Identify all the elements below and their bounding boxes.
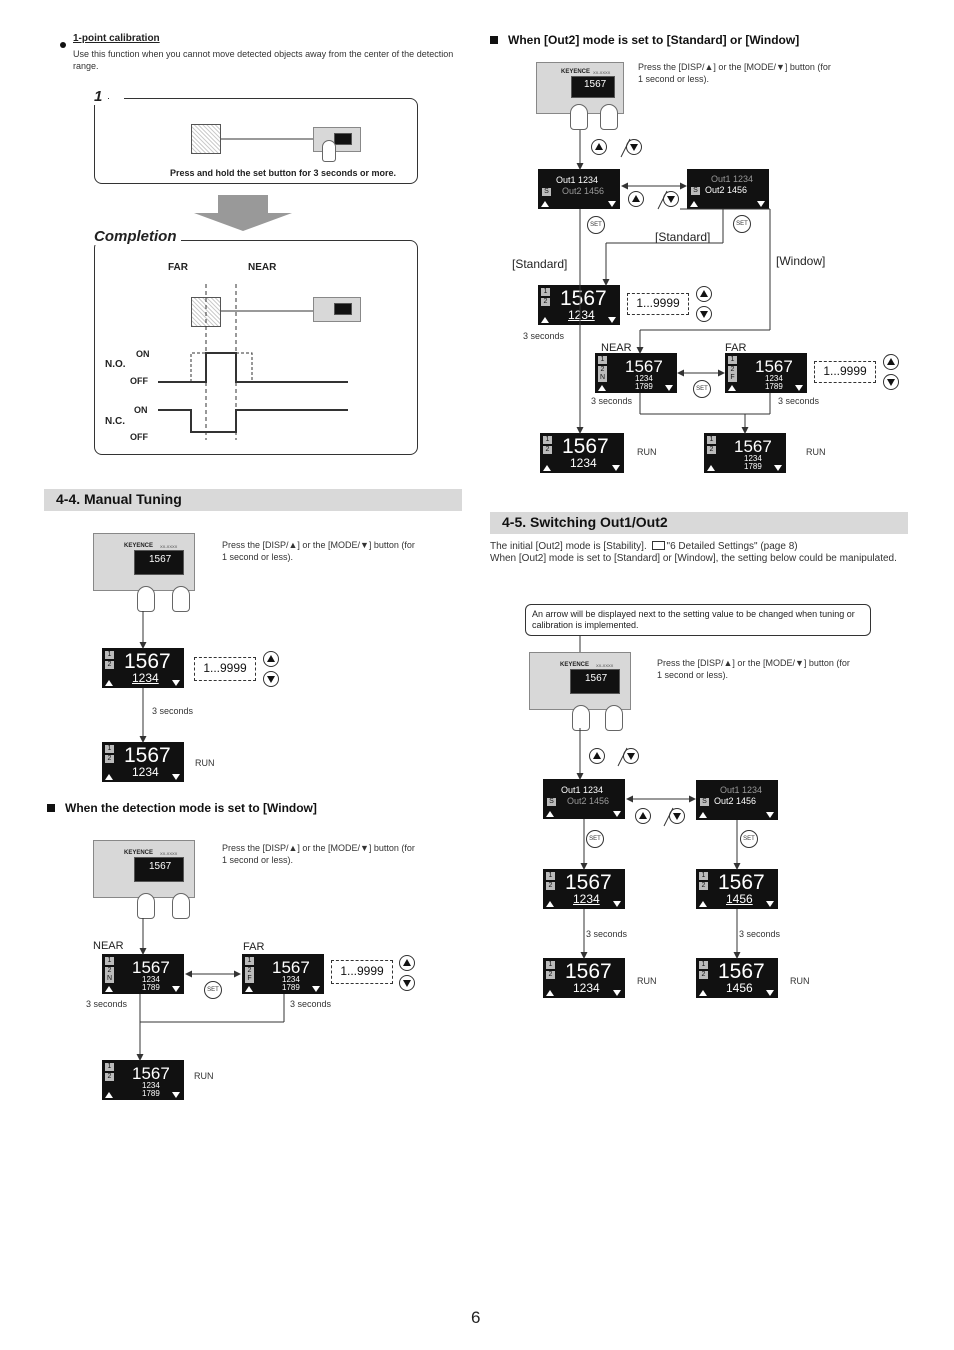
window-3s-near: 3 seconds [86,999,128,1009]
lcd-window-far: 1 2 F 1567 1234 1789 [242,954,324,994]
nc-label: N.C. [105,416,125,427]
step1-box [94,98,418,184]
sensor-device-1: KEYENCE XX-XXXX 1567 [93,533,195,591]
out2-press-note: Press the [DISP/▲] or the [MODE/▼] butto… [638,62,831,84]
range-box-manual: 1...9999 [194,657,256,681]
switching-text: The initial [Out2] mode is [Stability]. … [490,541,908,565]
lcd-standard-1: 1 2 1567 1234 [538,285,620,325]
window-label: [Window] [776,254,826,268]
hand-icon [322,140,336,162]
lcd-out2-selected: Out1 1234 Out2 1456 S [687,169,769,209]
book-icon [651,541,665,550]
near-label-window: NEAR [93,940,124,952]
sensor-device-2: KEYENCE XX-XXXX 1567 [93,840,195,898]
lcd-manual-1: 1 2 1567 1234 [102,648,184,688]
hand-disp-icon-3 [570,104,588,130]
no-label: N.O. [105,359,126,370]
completion-title: Completion [90,228,181,245]
no-on-label: ON [136,349,150,359]
window-3s-far: 3 seconds [290,999,332,1009]
run-window: RUN [806,447,826,457]
lcd-out2-run-standard: 1 2 1567 1234 [540,433,624,473]
far-label-window: FAR [243,941,265,953]
far-label-out2: FAR [725,342,747,354]
range-box-out2-window: 1...9999 [814,361,876,383]
lcd-switch-1234: 1 2 1567 1234 [543,869,625,909]
set-button-icon[interactable]: SET [204,981,222,999]
hand-mode-icon-3 [600,104,618,130]
lcd-manual-run: 1 2 1567 1234 [102,742,184,782]
set-button-icon-3[interactable]: SET [733,215,751,233]
window-run: RUN [194,1071,214,1081]
range-box-out2: 1...9999 [627,293,689,315]
switching-line2: When [Out2] mode is set to [Standard] or… [490,553,897,564]
nc-off-label: OFF [130,432,148,442]
standard-label-2: [Standard] [512,257,568,271]
range-box-window: 1...9999 [331,960,393,984]
hand-disp-icon-4 [572,705,590,731]
switch-run-2: RUN [790,976,810,986]
lcd-out2-far: 1 2 F 1567 1234 1789 [725,353,807,393]
step-number: 1 [88,88,109,105]
manual-3s: 3 seconds [152,706,194,716]
out2-heading: When [Out2] mode is set to [Standard] or… [490,33,799,47]
completion-box [94,240,418,455]
hand-mode-icon-2 [172,893,190,919]
lcd-window-near: 1 2 N 1567 1234 1789 [102,954,184,994]
section-switching: 4-5. Switching Out1/Out2 [490,512,908,534]
far-3s: 3 seconds [778,396,820,406]
switching-press-note: Press the [DISP/▲] or the [MODE/▼] butto… [657,658,850,680]
standard-3s: 3 seconds [523,331,565,341]
switching-line1: The initial [Out2] mode is [Stability]. [490,541,647,552]
window-heading: When the detection mode is set to [Windo… [47,801,317,815]
section-manual-tuning: 4-4. Manual Tuning [44,489,462,511]
near-label: NEAR [248,262,277,273]
calibration-bullet [60,35,72,53]
set-button-icon-5[interactable]: SET [586,830,604,848]
hand-disp-icon [137,586,155,612]
near-label-out2: NEAR [601,342,632,354]
target-object [191,124,221,154]
sensor-device-4: KEYENCE XX-XXXX 1567 [529,652,631,710]
arrow-callout: An arrow will be displayed next to the s… [525,604,871,636]
lcd-switch-run-2: 1 2 1567 1456 [696,958,778,998]
lcd-switch-run-1: 1 2 1567 1234 [543,958,625,998]
hand-disp-icon-2 [137,893,155,919]
lcd-switch-out2: Out1 1234 Out2 1456 S [696,780,778,820]
switch-3s-1: 3 seconds [586,929,628,939]
standard-label-1: [Standard] [655,230,711,244]
window-press-note: Press the [DISP/▲] or the [MODE/▼] butto… [222,843,415,865]
lcd-out1-selected: Out1 1234 Out2 1456 S [538,169,620,209]
manual-run: RUN [195,758,215,768]
lcd-out2-run-window: 1 2 1567 1234 1789 [704,433,786,473]
page-number: 6 [471,1308,481,1327]
nc-on-label: ON [134,405,148,415]
no-off-label: OFF [130,376,148,386]
manual-press-note: Press the [DISP/▲] or the [MODE/▼] butto… [222,540,415,562]
far-label: FAR [168,262,188,273]
run-standard: RUN [637,447,657,457]
switch-run-1: RUN [637,976,657,986]
set-button-icon-4[interactable]: SET [693,380,711,398]
hand-mode-icon-4 [605,705,623,731]
sensor-device-small-2 [313,297,361,322]
lcd-window-run: 1 2 1567 1234 1789 [102,1060,184,1100]
near-3s: 3 seconds [591,396,633,406]
set-button-icon-6[interactable]: SET [740,830,758,848]
calibration-desc: Use this function when you cannot move d… [73,49,454,71]
lcd-out2-near: 1 2 N 1567 1234 1789 [595,353,677,393]
hand-mode-icon [172,586,190,612]
switch-3s-2: 3 seconds [739,929,781,939]
calibration-title: 1-point calibration [73,33,160,44]
lcd-switch-out1: Out1 1234 Out2 1456 S [543,779,625,819]
lcd-switch-1456: 1 2 1567 1456 [696,869,778,909]
switching-ref: "6 Detailed Settings" (page 8) [666,541,798,552]
set-button-icon-2[interactable]: SET [587,216,605,234]
sensor-device-small [313,127,361,152]
step1-instruction: Press and hold the set button for 3 seco… [170,168,397,178]
